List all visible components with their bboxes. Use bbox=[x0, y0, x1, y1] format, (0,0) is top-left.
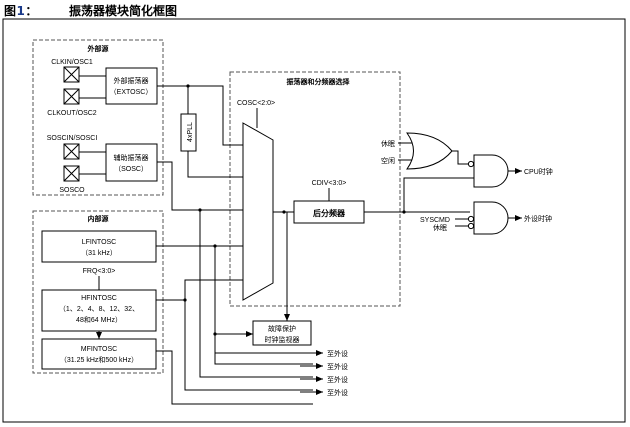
hfintosc-sublabel-1: （1、2、4、8、12、32、 bbox=[59, 305, 139, 313]
sosc-block bbox=[105, 143, 158, 182]
and-input-sleep: 休眠 bbox=[433, 223, 447, 232]
pin-label-clkin: CLKIN/OSC1 bbox=[51, 59, 93, 66]
peripheral-output-2: 至外设 bbox=[327, 362, 348, 371]
cosc-label: COSC<2:0> bbox=[237, 100, 275, 107]
figure-number: 1 bbox=[16, 4, 26, 18]
external-group-title: 外部源 bbox=[88, 44, 109, 53]
frq-label: FRQ<3:0> bbox=[83, 268, 116, 275]
and-gate-cpu bbox=[473, 154, 509, 188]
mfintosc-block bbox=[41, 338, 157, 370]
selector-group-title: 振荡器和分频器选择 bbox=[287, 77, 351, 86]
figure-title: 振荡器模块简化框图 bbox=[69, 4, 178, 18]
mfintosc-label: MFINTOSC bbox=[81, 346, 117, 353]
fscm-sublabel: 时钟监视器 bbox=[265, 335, 300, 344]
wiring bbox=[156, 85, 475, 405]
sosc-sublabel: （SOSC） bbox=[114, 165, 148, 173]
clock-mux bbox=[242, 122, 274, 301]
peripheral-output-1: 至外设 bbox=[327, 349, 348, 358]
and-gate-peripheral bbox=[473, 201, 509, 235]
logic-section: 休眠 空闲 CPU时钟 SYSCMD 休眠 外设时钟 bbox=[381, 132, 553, 235]
cdiv-label: CDIV<3:0> bbox=[312, 180, 347, 187]
internal-group-title: 内部源 bbox=[88, 214, 109, 223]
mfintosc-sublabel: （31.25 kHz和500 kHz） bbox=[60, 355, 138, 364]
pin-clkin-icon bbox=[63, 66, 80, 83]
peripheral-outputs: 至外设 至外设 至外设 至外设 bbox=[215, 349, 348, 397]
hfintosc-label: HFINTOSC bbox=[81, 295, 117, 302]
fscm-block bbox=[252, 320, 312, 346]
lfintosc-label: LFINTOSC bbox=[82, 239, 117, 246]
or-gate bbox=[406, 132, 453, 170]
pin-soscin-icon bbox=[63, 143, 80, 160]
lfintosc-block bbox=[41, 230, 157, 263]
peripheral-clock-label: 外设时钟 bbox=[524, 214, 552, 223]
pin-label-sosco: SOSCO bbox=[59, 187, 85, 194]
hfintosc-sublabel-2: 48和64 MHz） bbox=[76, 315, 122, 324]
postscaler-label: 后分频器 bbox=[313, 208, 346, 218]
pin-clkout-icon bbox=[63, 88, 80, 105]
hfintosc-block bbox=[41, 289, 157, 332]
external-source-group: 外部源 CLKIN/OSC1 CLKOUT/OSC2 外部振荡器 （EXTOSC… bbox=[32, 39, 164, 196]
extosc-sublabel: （EXTOSC） bbox=[110, 88, 153, 96]
diagram-frame bbox=[2, 18, 626, 423]
junction-dots bbox=[183, 84, 406, 336]
pin-label-soscin: SOSCIN/SOSCI bbox=[47, 135, 98, 142]
and-input-syscmd: SYSCMD bbox=[420, 217, 450, 224]
or-input-idle: 空闲 bbox=[381, 156, 395, 165]
lfintosc-sublabel: （31 kHz） bbox=[81, 249, 117, 257]
selector-group: 振荡器和分频器选择 COSC<2:0> CDIV<3:0> 后分频器 bbox=[229, 71, 401, 307]
peripheral-output-4: 至外设 bbox=[327, 388, 348, 397]
extosc-label: 外部振荡器 bbox=[114, 76, 149, 85]
pin-label-clkout: CLKOUT/OSC2 bbox=[47, 110, 97, 117]
or-input-sleep: 休眠 bbox=[381, 139, 395, 148]
sosc-label: 辅助振荡器 bbox=[114, 153, 149, 162]
fscm-label: 故障保护 bbox=[268, 324, 296, 333]
internal-source-group: 内部源 LFINTOSC （31 kHz） FRQ<3:0> HFINTOSC … bbox=[32, 210, 164, 374]
figure-label: 图1： bbox=[4, 4, 38, 18]
peripheral-output-3: 至外设 bbox=[327, 375, 348, 384]
extosc-block bbox=[105, 67, 158, 105]
pin-sosco-icon bbox=[63, 165, 80, 182]
cpu-clock-label: CPU时钟 bbox=[524, 167, 553, 176]
pll-label: 4xPLL bbox=[187, 122, 194, 142]
